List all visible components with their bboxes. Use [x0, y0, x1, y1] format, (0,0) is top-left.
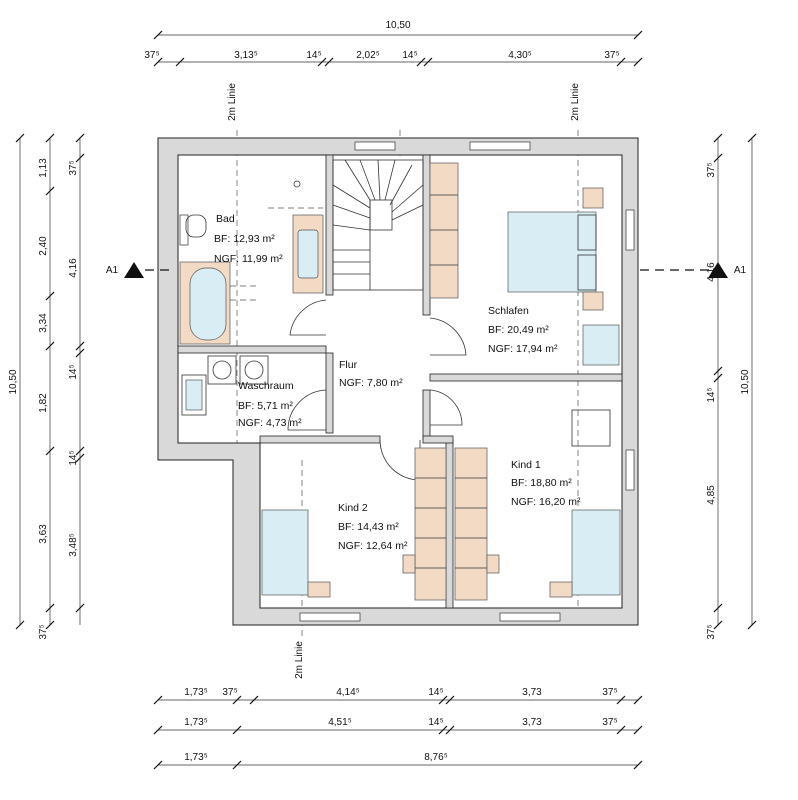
dim-top-seg: 3,13⁵: [234, 50, 258, 61]
room-kind2: Kind 2 BF: 14,43 m² NGF: 12,64 m²: [338, 502, 408, 552]
room-ngf: NGF: 11,99 m²: [214, 253, 283, 265]
dim-left-seg: 1,13: [38, 158, 49, 178]
interior-walls: [177, 154, 623, 609]
section-label-left: A1: [106, 265, 119, 276]
bottom-dimensions: 1,73⁵ 37⁵ 4,14⁵ 14⁵ 3,73 37⁵ 1,73⁵ 4,51⁵…: [153, 687, 643, 770]
dim-left-seg: 2,40: [38, 236, 49, 256]
dim-top-seg: 37⁵: [144, 50, 159, 61]
dim-left-seg: 3,63: [38, 524, 49, 544]
windows: [179, 141, 635, 622]
dim-right-seg: 37⁵: [706, 162, 717, 177]
room-name: Schlafen: [488, 305, 529, 317]
line-label: 2m Linie: [227, 83, 238, 121]
room-waschraum: Waschraum BF: 5,71 m² NGF: 4,73 m²: [238, 380, 302, 429]
dim-bottom1-seg: 37⁵: [602, 687, 617, 698]
dim-left-seg: 3,34: [38, 313, 49, 333]
line-label: 2m Linie: [294, 641, 305, 679]
dim-bottom2-seg: 4,51⁵: [328, 717, 352, 728]
section-line-a1: A1 A1: [106, 262, 747, 278]
dim-top-seg: 4,30⁵: [508, 50, 532, 61]
room-flur: Flur NGF: 7,80 m²: [339, 359, 403, 389]
dim-bottom2-seg: 14⁵: [428, 717, 443, 728]
dim-bottom1-seg: 14⁵: [428, 687, 443, 698]
dim-top-seg: 14⁵: [306, 50, 321, 61]
left-dimensions: 10,50 1,13 2,40 3,34 1,82 3,63 37⁵ 37⁵ 4…: [8, 133, 85, 640]
room-bf: BF: 14,43 m²: [338, 521, 399, 533]
dim-right-seg: 37⁵: [706, 624, 717, 639]
room-ngf: NGF: 17,94 m²: [488, 343, 558, 355]
room-bf: BF: 12,93 m²: [214, 233, 275, 245]
room-name: Bad: [216, 213, 235, 225]
bad-furniture: [179, 180, 324, 345]
dim-right-seg: 4,85: [706, 485, 717, 505]
staircase: [332, 159, 424, 291]
dim-top-seg: 2,02⁵: [356, 50, 380, 61]
right-dimensions: 37⁵ 4,16 14⁵ 4,85 37⁵ 10,50: [706, 133, 757, 640]
section-label-right: A1: [734, 265, 747, 276]
dim-left-mid: 37⁵: [68, 160, 79, 175]
dim-right-total: 10,50: [740, 369, 751, 394]
section-arrow-icon: [124, 262, 144, 278]
kind2-furniture: [261, 447, 447, 601]
room-ngf: NGF: 16,20 m²: [511, 496, 581, 508]
dim-top-seg: 14⁵: [402, 50, 417, 61]
waschraum-furniture: [181, 355, 269, 416]
dim-bottom1-seg: 3,73: [522, 687, 542, 698]
room-bf: BF: 20,49 m²: [488, 324, 549, 336]
dim-bottom1-seg: 1,73⁵: [184, 687, 208, 698]
top-dimensions: 10,50 37⁵ 3,13⁵ 14⁵ 2,02⁵ 14⁵ 4,30⁵ 37⁵: [144, 20, 643, 67]
room-name: Kind 1: [511, 459, 541, 471]
room-bf: BF: 5,71 m²: [238, 400, 293, 412]
dim-bottom2-seg: 3,73: [522, 717, 542, 728]
room-ngf: NGF: 12,64 m²: [338, 540, 408, 552]
dim-left-mid: 14⁵: [68, 364, 79, 379]
room-schlafen: Schlafen BF: 20,49 m² NGF: 17,94 m²: [488, 305, 558, 355]
line-label: 2m Linie: [570, 83, 581, 121]
dim-bottom3-seg: 8,76⁵: [424, 752, 448, 763]
room-name: Flur: [339, 359, 358, 371]
dim-bottom2-seg: 1,73⁵: [184, 717, 208, 728]
dim-left-total: 10,50: [8, 369, 19, 394]
dim-left-mid: 3,48⁵: [68, 533, 79, 557]
dim-left-mid: 4,16: [68, 258, 79, 278]
dim-top-total: 10,50: [385, 20, 410, 31]
dim-bottom1-seg: 37⁵: [222, 687, 237, 698]
room-bf: BF: 18,80 m²: [511, 477, 572, 489]
room-name: Kind 2: [338, 502, 368, 514]
room-ngf: NGF: 4,73 m²: [238, 417, 302, 429]
dim-bottom2-seg: 37⁵: [602, 717, 617, 728]
dim-right-seg: 14⁵: [706, 387, 717, 402]
room-kind1: Kind 1 BF: 18,80 m² NGF: 16,20 m²: [511, 459, 581, 508]
dim-bottom1-seg: 4,14⁵: [336, 687, 360, 698]
dim-right-seg: 4,16: [706, 262, 717, 282]
dim-left-seg: 1,82: [38, 393, 49, 413]
schlafen-furniture: [429, 162, 620, 366]
outer-wall: [157, 137, 639, 626]
dim-bottom3-seg: 1,73⁵: [184, 752, 208, 763]
room-ngf: NGF: 7,80 m²: [339, 377, 403, 389]
kind1-furniture: [454, 409, 621, 601]
dim-left-seg: 37⁵: [38, 624, 49, 639]
dim-left-mid: 14⁵: [68, 450, 79, 465]
doors: [287, 299, 467, 481]
section-arrow-icon: [708, 262, 728, 278]
dim-top-seg: 37⁵: [604, 50, 619, 61]
room-bad: Bad BF: 12,93 m² NGF: 11,99 m²: [214, 213, 283, 265]
room-name: Waschraum: [238, 380, 294, 392]
